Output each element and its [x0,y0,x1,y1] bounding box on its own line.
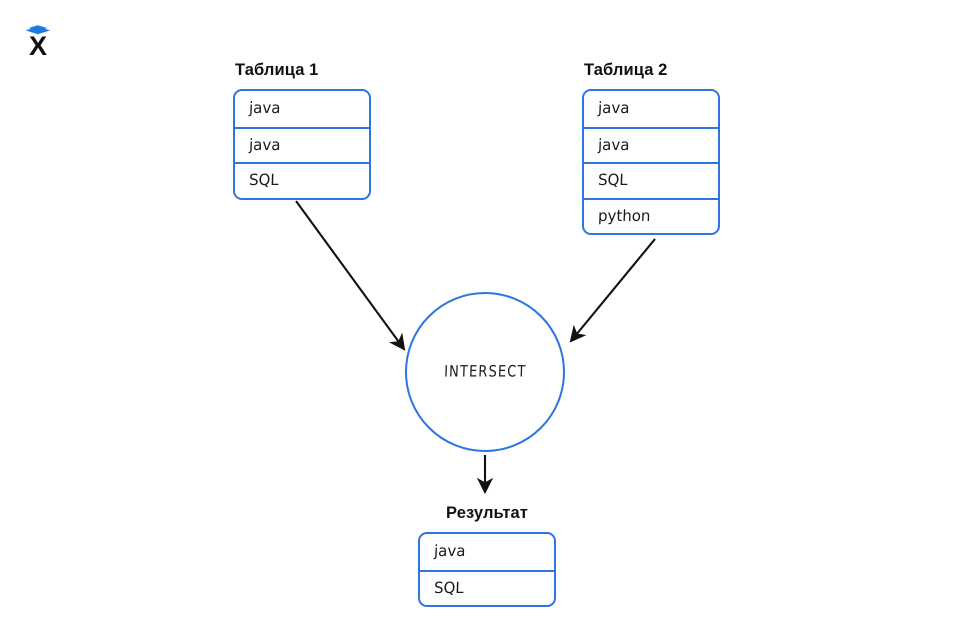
arrow-table2-to-intersect [569,238,656,343]
table-row: java [235,91,369,127]
table-row: java [584,91,718,127]
logo-letter: X [29,31,47,61]
source-table-1-box: java java SQL [233,89,371,200]
cell-value: java [248,135,281,155]
source-table-2: Таблица 2 java java SQL python [582,60,720,235]
source-table-2-title: Таблица 2 [584,61,668,79]
source-table-1: Таблица 1 java java SQL [233,60,371,200]
cell-value: java [433,541,466,561]
result-table: Результат java SQL [418,503,556,607]
table-row: SQL [420,569,554,606]
x-logo: X [20,18,56,62]
arrow-table1-to-intersect [295,200,406,351]
cell-value: python [597,206,651,226]
cell-value: SQL [597,170,629,190]
cell-value: java [597,98,630,118]
cell-value: SQL [433,578,465,598]
intersect-operation-label: INTERSECT [443,363,527,381]
intersect-operation-circle: INTERSECT [405,292,565,452]
table-row: java [584,126,718,163]
source-table-2-box: java java SQL python [582,89,720,235]
cell-value: java [597,135,630,155]
result-table-title: Результат [446,504,528,522]
logo-diamond-icon [25,25,51,35]
table-row: java [235,126,369,163]
table-row: java [420,534,554,570]
cell-value: java [248,98,281,118]
result-table-box: java SQL [418,532,556,607]
table-row: SQL [584,162,718,198]
table-row: SQL [235,162,369,198]
table-row: python [584,197,718,234]
cell-value: SQL [248,170,280,190]
source-table-1-title: Таблица 1 [235,61,319,79]
